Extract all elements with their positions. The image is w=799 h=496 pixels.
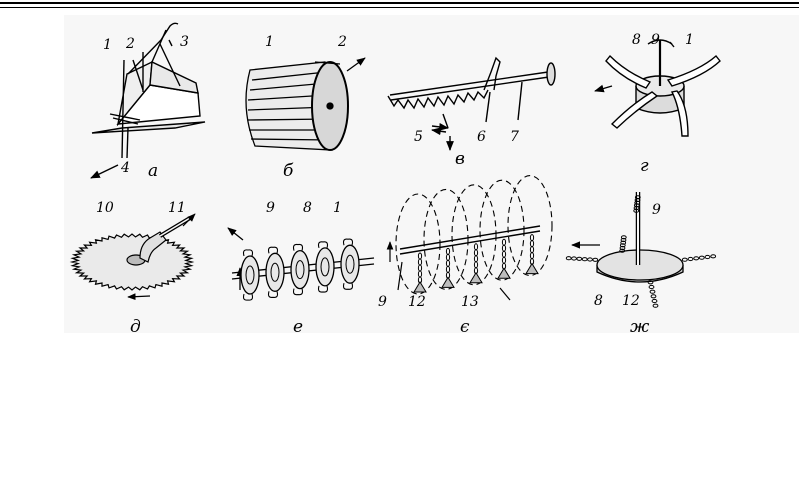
panel-g-label-9: 9 bbox=[651, 32, 660, 48]
panel-ye-label-13: 13 bbox=[461, 294, 479, 310]
panel-v-label-6: 6 bbox=[477, 129, 486, 145]
panel-g-label-8: 8 bbox=[632, 32, 641, 48]
panel-g-drawing bbox=[595, 40, 720, 136]
panel-a-label-2: 2 bbox=[125, 36, 135, 52]
panel-b-letter: б bbox=[283, 161, 294, 181]
panel-zh-letter: ж bbox=[630, 317, 650, 337]
panel-zh-label-8: 8 bbox=[594, 293, 603, 309]
panel-a-label-1: 1 bbox=[103, 37, 112, 53]
panel-e-letter: е bbox=[293, 317, 303, 337]
panel-e-label-1: 1 bbox=[333, 200, 342, 216]
panel-d-label-10: 10 bbox=[96, 200, 114, 216]
panel-d-label-11: 11 bbox=[168, 200, 186, 216]
panel-v-letter: в bbox=[455, 149, 465, 169]
panel-ye-letter: є bbox=[460, 317, 470, 337]
panel-ye-drawing bbox=[390, 176, 552, 300]
panel-v-label-5: 5 bbox=[414, 129, 423, 145]
panel-b-label-2: 2 bbox=[337, 34, 347, 50]
panel-e-label-8: 8 bbox=[303, 200, 312, 216]
panel-v-label-7: 7 bbox=[510, 129, 519, 145]
panel-b-label-1: 1 bbox=[265, 34, 274, 50]
panel-ye-label-9: 9 bbox=[378, 294, 387, 310]
panel-d-drawing bbox=[72, 214, 195, 297]
panel-d-letter: д bbox=[130, 317, 141, 337]
panel-a-label-4: 4 bbox=[120, 160, 130, 176]
panel-e-label-9: 9 bbox=[266, 200, 275, 216]
panel-a-label-3: 3 bbox=[180, 34, 189, 50]
panel-zh-label-9: 9 bbox=[652, 202, 661, 218]
panel-ye-label-12: 12 bbox=[408, 294, 426, 310]
panel-b-drawing bbox=[246, 58, 365, 150]
panel-g-label-1: 1 bbox=[685, 32, 694, 48]
panel-g-letter: г bbox=[640, 156, 649, 176]
panel-zh-label-12: 12 bbox=[622, 293, 640, 309]
panel-zh-drawing bbox=[566, 192, 715, 307]
panel-a-letter: а bbox=[148, 161, 158, 181]
panel-e-drawing bbox=[228, 228, 374, 300]
